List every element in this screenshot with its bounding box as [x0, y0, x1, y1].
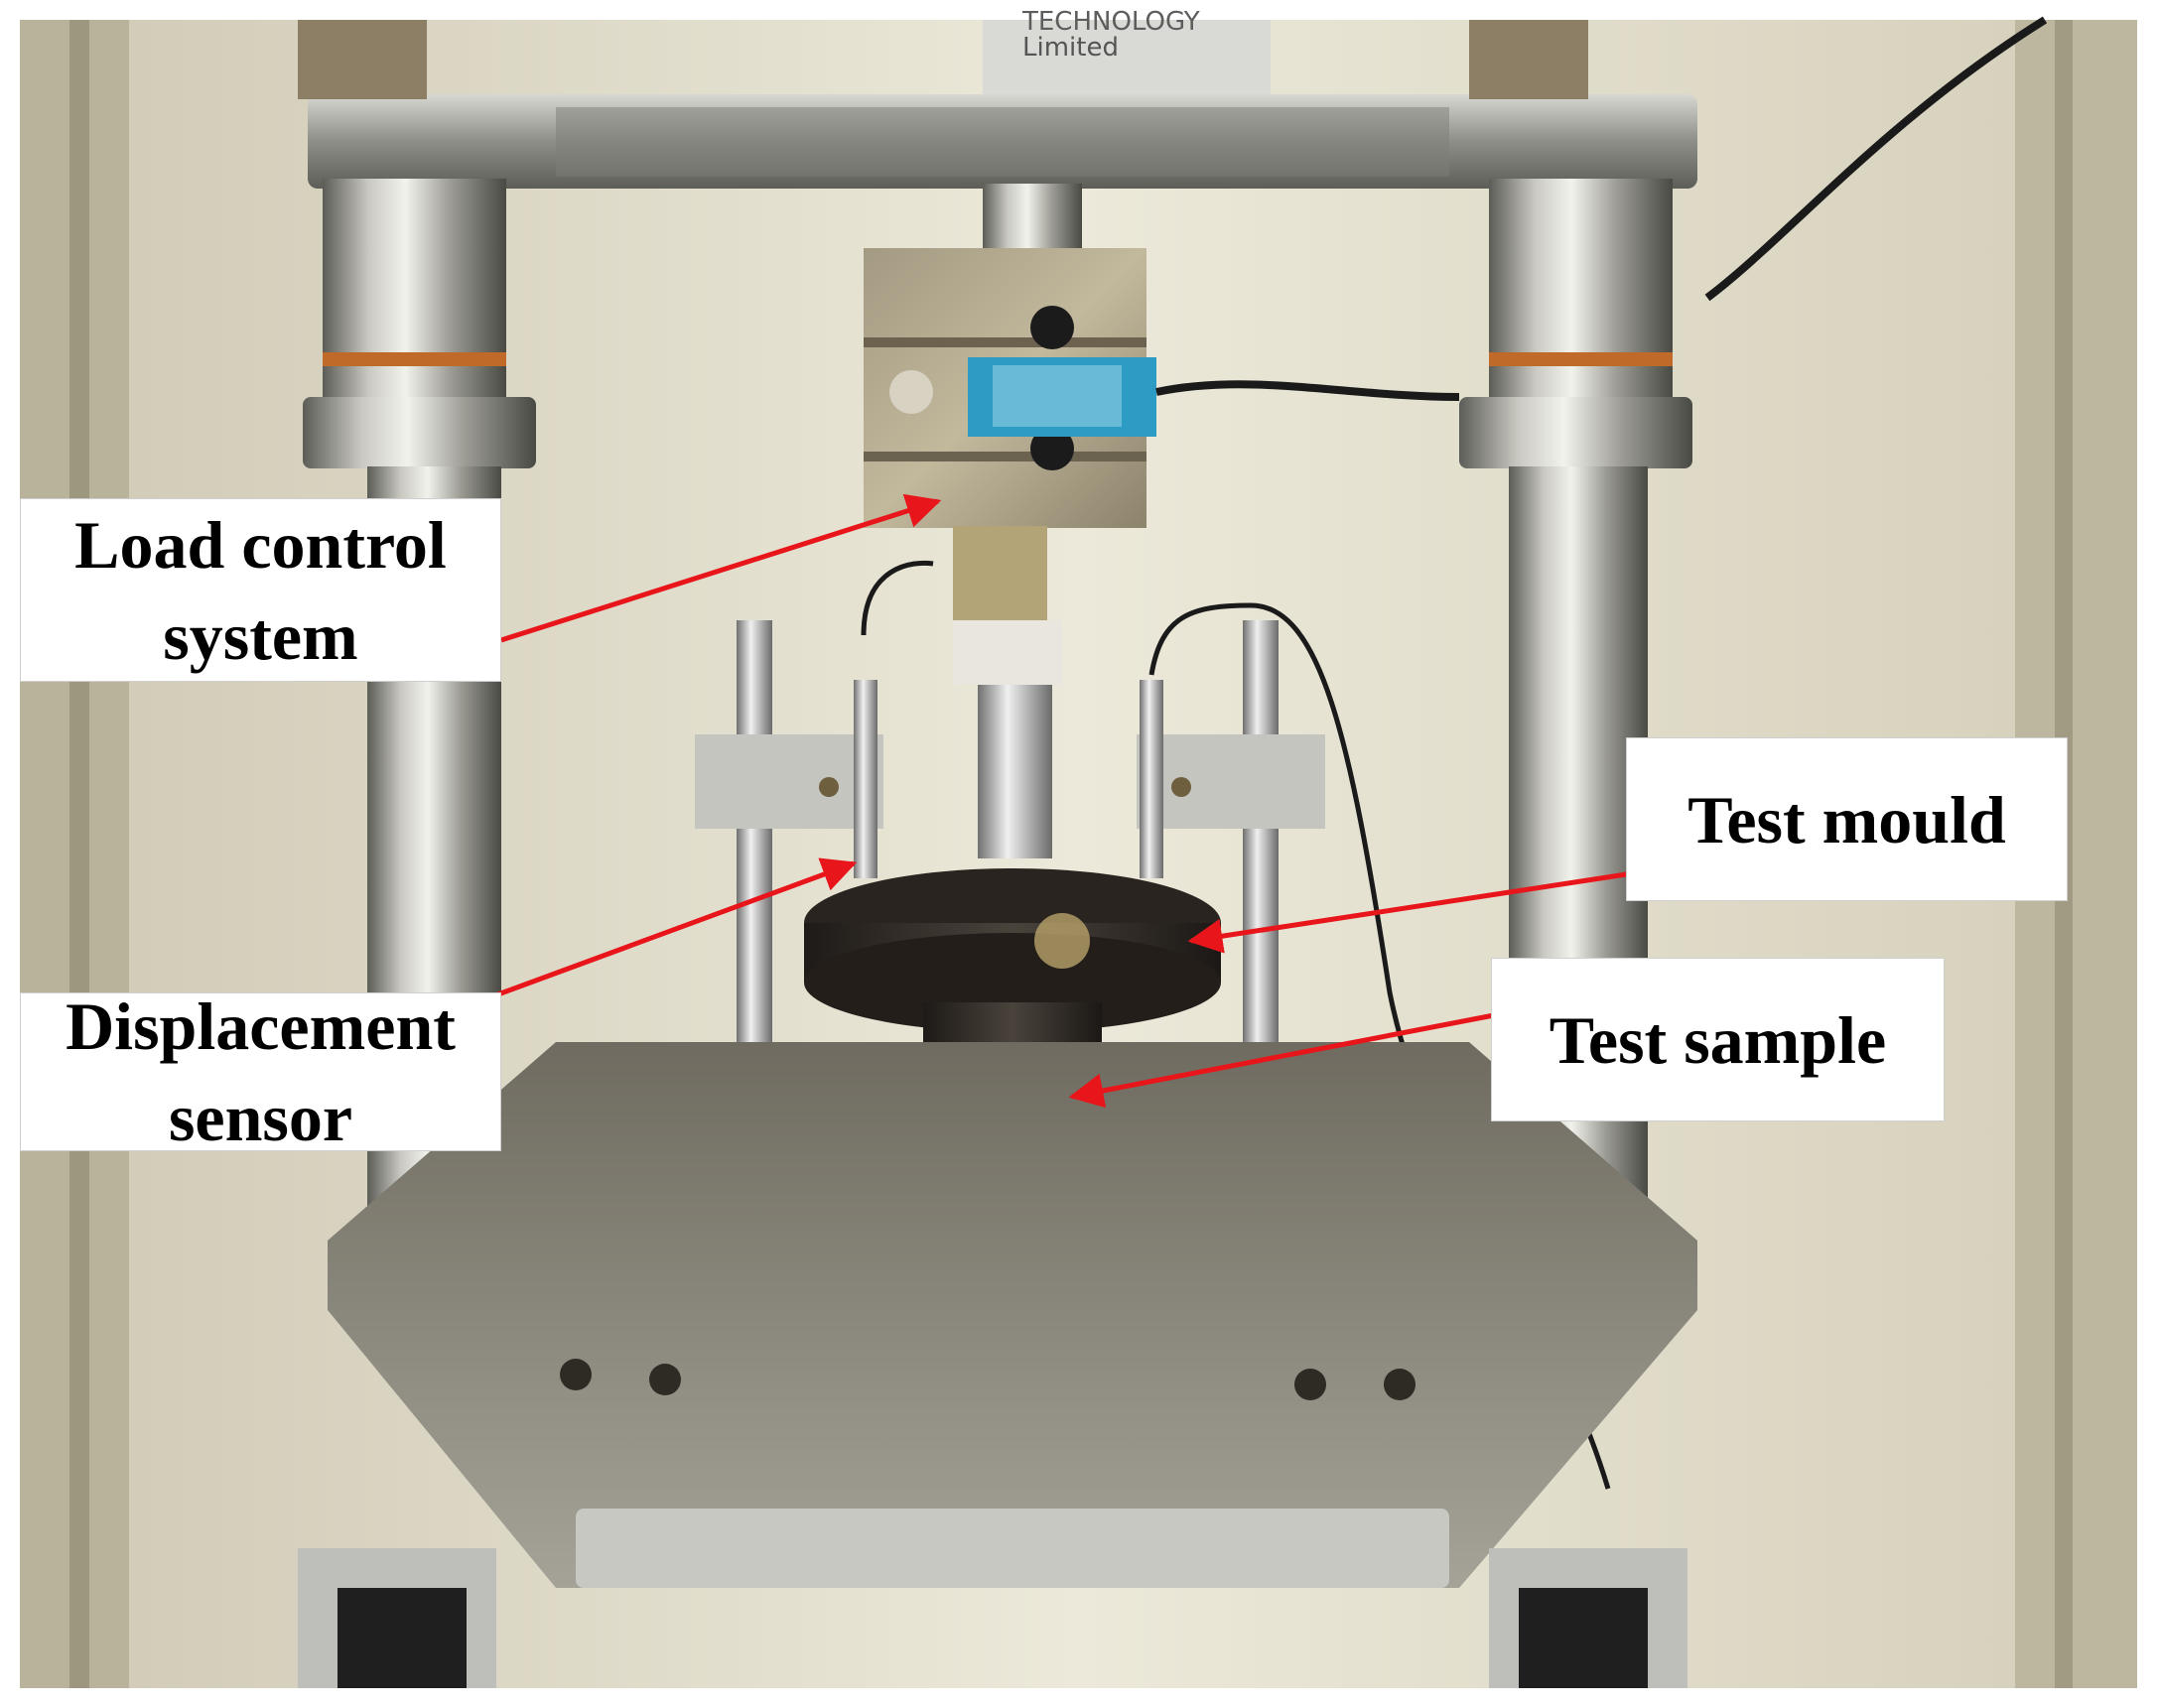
- displacement-arrow: [475, 857, 858, 1005]
- machine-plate-text-2: Limited: [1022, 33, 1119, 63]
- test-sample-text: Test sample: [1549, 1001, 1887, 1078]
- test-mould-label: Test mould: [1626, 737, 2068, 901]
- load-control-arrow: [500, 493, 942, 643]
- load-control-label: Load control system: [20, 498, 501, 682]
- test-sample-label: Test sample: [1491, 958, 1945, 1121]
- test-mould-arrow: [1187, 870, 1634, 954]
- machine-plate-text: TECHNOLOGY: [1021, 7, 1200, 37]
- load-control-text: Load control system: [74, 506, 447, 674]
- test-sample-arrow: [1068, 1012, 1495, 1109]
- displacement-sensor-label: Displacement sensor: [20, 988, 501, 1155]
- test-mould-text: Test mould: [1687, 781, 2006, 857]
- displacement-sensor-text: Displacement sensor: [66, 988, 456, 1155]
